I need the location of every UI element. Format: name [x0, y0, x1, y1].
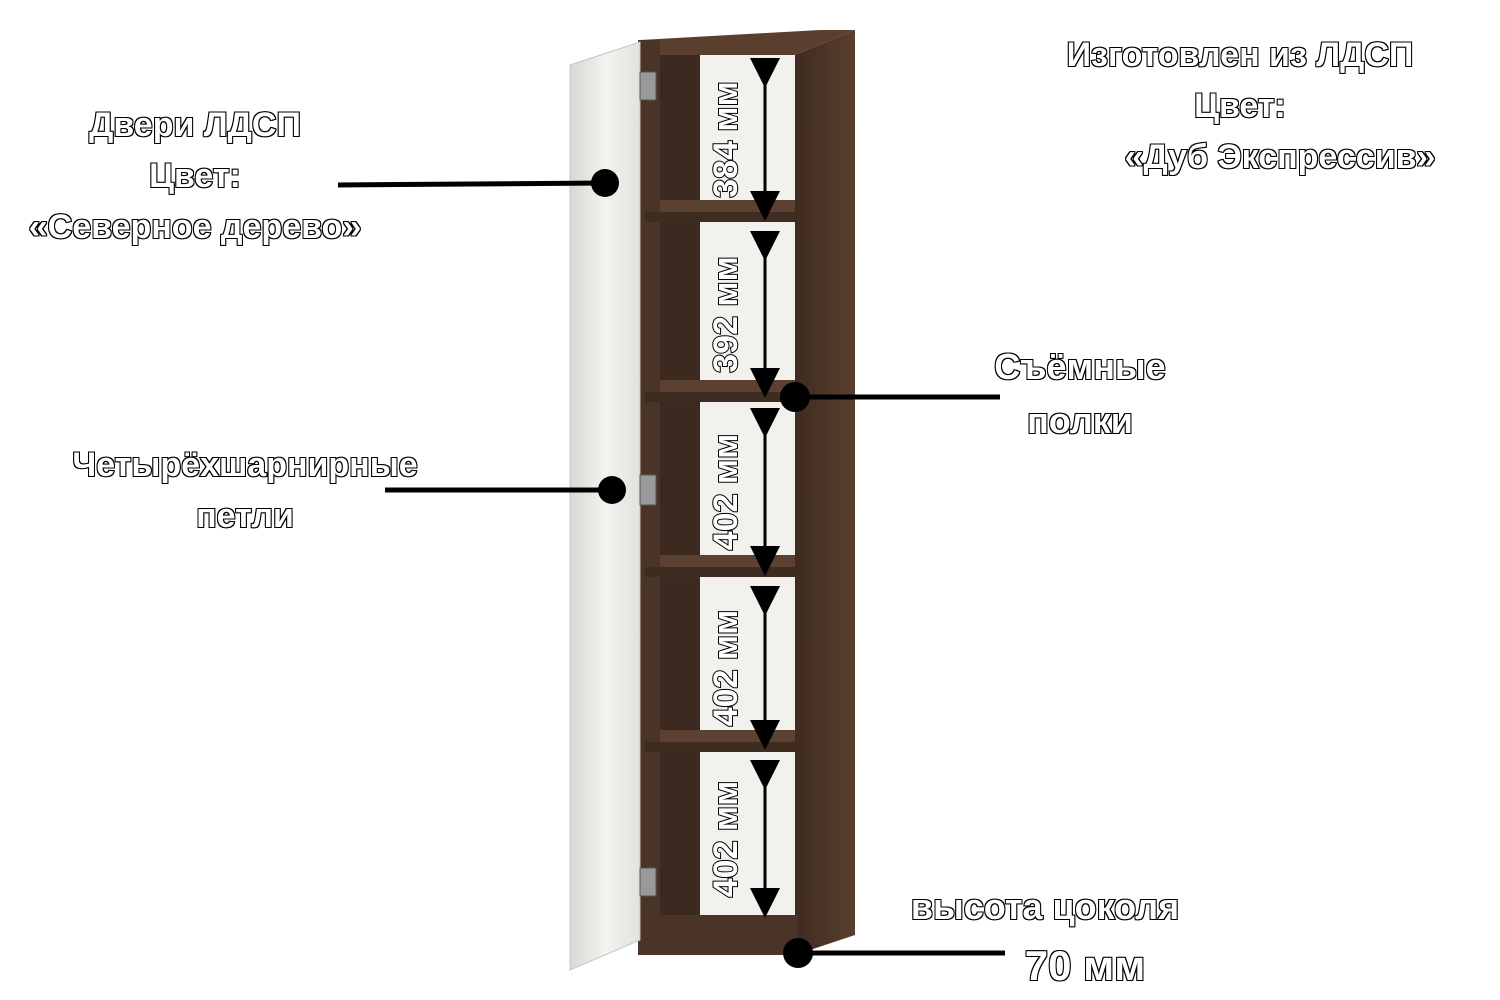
label-material-line3: «Дуб Экспрессив»	[1124, 137, 1437, 177]
cabinet-plinth	[638, 915, 798, 955]
label-shelves-line2: полки	[1026, 399, 1134, 442]
dimension-label: 384 мм	[707, 81, 745, 197]
cabinet-top	[640, 30, 855, 55]
hinge-top	[639, 71, 657, 101]
leader-line-doors	[337, 180, 606, 188]
cabinet-side-panel	[795, 30, 855, 955]
label-doors: Двери ЛДСП Цвет: «Северное дерево»	[15, 100, 375, 253]
label-plinth: высота цоколя 70 мм	[880, 880, 1210, 997]
label-doors-line3: «Северное дерево»	[28, 207, 362, 247]
shelf-edge	[645, 212, 795, 222]
cabinet-door	[569, 41, 641, 971]
hinge-bottom	[639, 867, 657, 897]
leader-dot-plinth	[783, 938, 813, 968]
hinge-middle	[639, 474, 657, 506]
dimension-label: 392 мм	[707, 256, 745, 372]
dimension-label: 402 мм	[707, 434, 745, 550]
label-shelves-line1: Съёмные	[993, 345, 1166, 388]
dimension-label: 402 мм	[707, 610, 745, 726]
label-hinges: Четырёхшарнирные петли	[30, 440, 460, 542]
label-hinges-line2: петли	[195, 496, 295, 536]
shelf-edge	[645, 392, 795, 402]
label-material: Изготовлен из ЛДСП Цвет: «Дуб Экспрессив…	[1040, 30, 1440, 183]
label-hinges-line1: Четырёхшарнирные	[71, 445, 418, 485]
dimension-arrows: 384 мм 392 мм 402 мм 402 мм 402 мм	[706, 58, 780, 918]
label-material-line2: Цвет:	[1193, 86, 1287, 126]
label-plinth-line1: высота цоколя	[910, 885, 1180, 928]
dimension-label: 402 мм	[707, 781, 745, 897]
label-shelves: Съёмные полки	[960, 340, 1200, 448]
leader-dot-shelves	[780, 382, 810, 412]
label-doors-line1: Двери ЛДСП	[88, 105, 302, 145]
leader-dot-hinges	[598, 476, 626, 504]
leader-dot-doors	[591, 169, 619, 197]
shelf-edge	[645, 567, 795, 577]
shelf-edge	[645, 742, 795, 752]
label-material-line1: Изготовлен из ЛДСП	[1066, 35, 1415, 75]
label-doors-line2: Цвет:	[148, 156, 242, 196]
label-plinth-line2: 70 мм	[1024, 941, 1147, 990]
